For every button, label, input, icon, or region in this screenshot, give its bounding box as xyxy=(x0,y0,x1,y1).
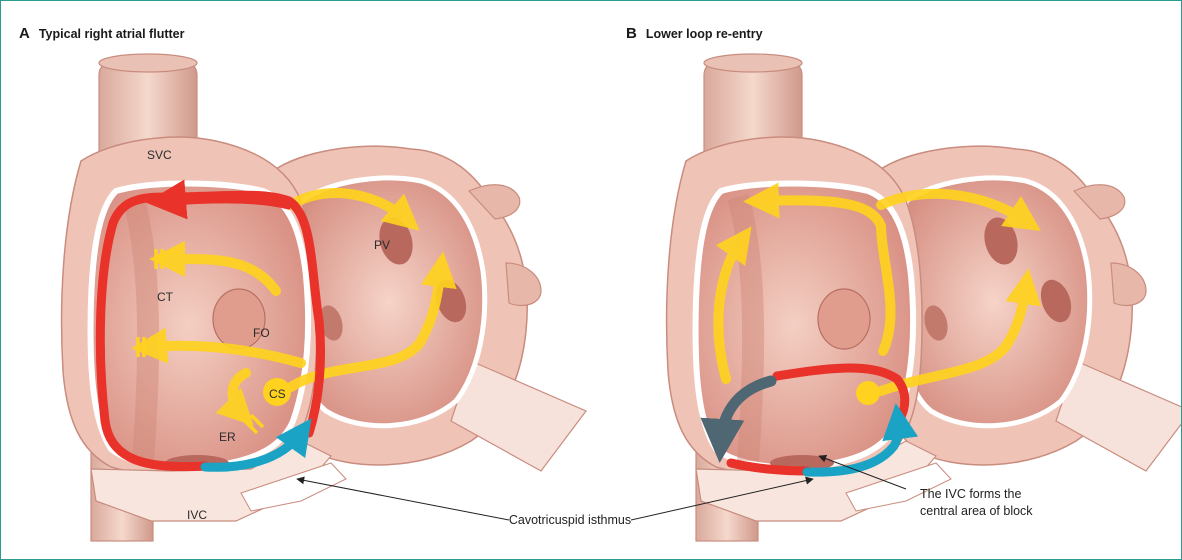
callout-isthmus: Cavotricuspid isthmus xyxy=(509,513,631,527)
label-svc: SVC xyxy=(147,148,172,162)
label-pv: PV xyxy=(374,238,390,252)
label-ct: CT xyxy=(157,290,174,304)
panel-b-cs-dot xyxy=(856,381,880,405)
callout-ivc-block-line1: The IVC forms the xyxy=(920,487,1021,501)
panel-a-heart xyxy=(62,54,586,541)
callout-ivc-block-line2: central area of block xyxy=(920,504,1033,518)
callout-isthmus-line-a xyxy=(297,479,509,520)
label-er: ER xyxy=(219,430,236,444)
label-cs: CS xyxy=(269,387,286,401)
label-fo: FO xyxy=(253,326,270,340)
label-ivc: IVC xyxy=(187,508,207,522)
